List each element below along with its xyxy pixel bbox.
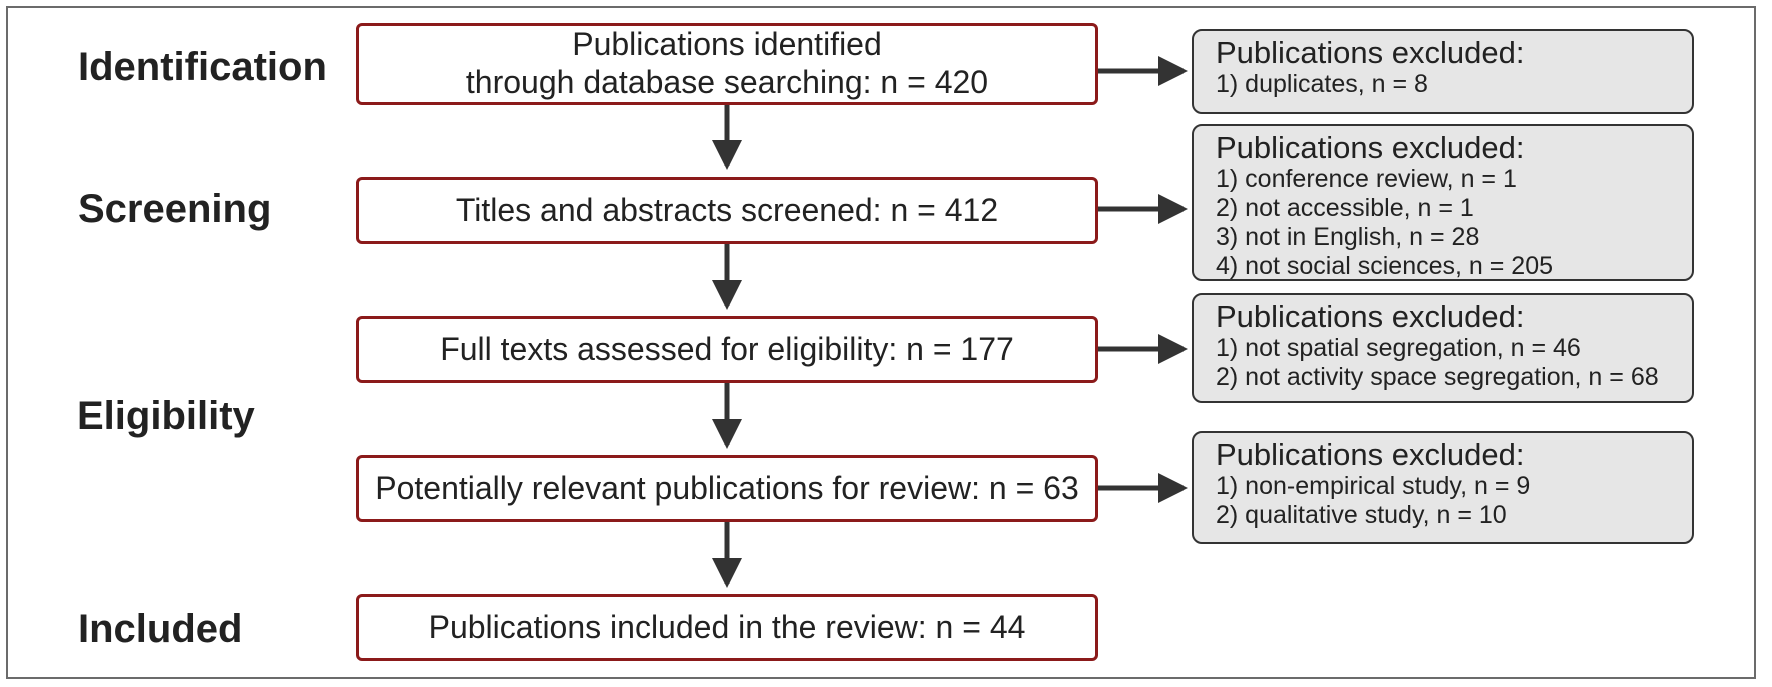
exclusion-item: 2) qualitative study, n = 10 (1216, 500, 1507, 529)
box-included-text: Publications included in the review: n =… (428, 608, 1026, 645)
stage-label-included: Included (78, 607, 243, 651)
box-fulltext: Full texts assessed for eligibility: n =… (356, 316, 1098, 383)
exclusion-box-2: Publications excluded: 1) conference rev… (1192, 124, 1694, 281)
box-identified-line2: through database searching: n = 420 (465, 64, 989, 100)
figure-frame (6, 6, 1756, 679)
exclusion-box-4-list: 1) non-empirical study, n = 9 2) qualita… (1216, 472, 1692, 530)
exclusion-item: 2) not activity space segregation, n = 6… (1216, 362, 1659, 391)
exclusion-box-1-title: Publications excluded: (1216, 35, 1525, 70)
box-included: Publications included in the review: n =… (356, 594, 1098, 661)
exclusion-box-1-list: 1) duplicates, n = 8 (1216, 70, 1692, 99)
box-screened-text: Titles and abstracts screened: n = 412 (455, 191, 999, 228)
exclusion-item: 2) not accessible, n = 1 (1216, 193, 1474, 222)
box-potential-text: Potentially relevant publications for re… (375, 469, 1079, 506)
box-fulltext-text: Full texts assessed for eligibility: n =… (440, 330, 1014, 367)
box-screened: Titles and abstracts screened: n = 412 (356, 177, 1098, 244)
box-potential: Potentially relevant publications for re… (356, 455, 1098, 522)
stage-label-eligibility: Eligibility (77, 394, 255, 438)
exclusion-item: 1) not spatial segregation, n = 46 (1216, 333, 1581, 362)
exclusion-box-2-list: 1) conference review, n = 1 2) not acces… (1216, 164, 1692, 280)
exclusion-box-4-title: Publications excluded: (1216, 437, 1525, 472)
exclusion-item: 1) non-empirical study, n = 9 (1216, 471, 1531, 500)
exclusion-box-3-list: 1) not spatial segregation, n = 46 2) no… (1216, 334, 1692, 392)
exclusion-item: 4) not social sciences, n = 205 (1216, 251, 1553, 280)
exclusion-box-3: Publications excluded: 1) not spatial se… (1192, 293, 1694, 403)
exclusion-box-4: Publications excluded: 1) non-empirical … (1192, 431, 1694, 544)
exclusion-item: 1) duplicates, n = 8 (1216, 69, 1428, 98)
exclusion-box-2-title: Publications excluded: (1216, 130, 1525, 165)
stage-label-screening: Screening (78, 187, 272, 231)
exclusion-item: 1) conference review, n = 1 (1216, 164, 1517, 193)
exclusion-box-3-title: Publications excluded: (1216, 299, 1525, 334)
exclusion-box-1: Publications excluded: 1) duplicates, n … (1192, 29, 1694, 114)
stage-label-identification: Identification (78, 45, 327, 89)
exclusion-item: 3) not in English, n = 28 (1216, 222, 1480, 251)
box-identified-line1: Publications identified (572, 26, 882, 63)
box-identified: Publications identified through database… (356, 23, 1098, 105)
